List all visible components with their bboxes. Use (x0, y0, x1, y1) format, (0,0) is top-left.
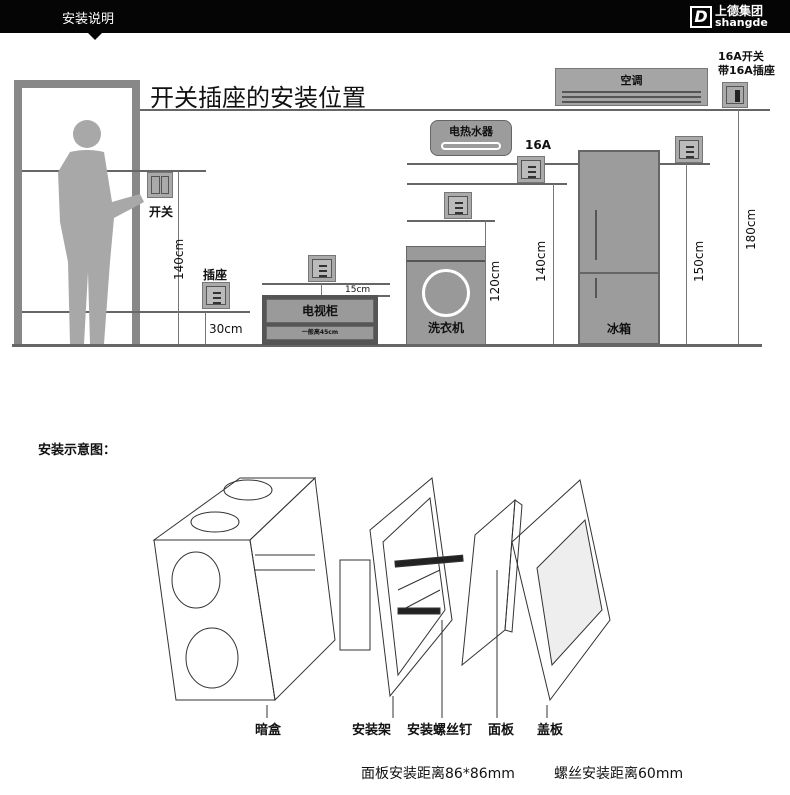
person-silhouette (58, 120, 144, 344)
dim-140-line (178, 171, 179, 344)
section2-title: 安装示意图： (38, 443, 117, 458)
header-bar (0, 0, 790, 33)
dim-150-line (686, 164, 687, 344)
header-title: 安装说明 (62, 12, 115, 27)
fridge-socket (675, 136, 703, 163)
socket-label: 插座 (203, 268, 228, 282)
line-150 (660, 163, 710, 165)
water-heater: 电热水器 (430, 120, 512, 156)
screw-distance-note: 螺丝安装距离60mm (554, 766, 684, 782)
panel-drawing (461, 498, 523, 667)
dim-120-line (485, 221, 486, 344)
dim-switch-height: 140cm (172, 238, 186, 280)
part-label-panel: 面板 (488, 723, 515, 738)
line-140 (22, 170, 206, 172)
dim-heater-height: 140cm (534, 240, 548, 282)
dim-15-line (321, 284, 322, 295)
label-16a: 16A (525, 138, 551, 152)
air-conditioner: 空调 (555, 68, 708, 106)
cover-plate-drawing (511, 479, 611, 702)
line-tv-top (376, 295, 390, 297)
floor-line (12, 344, 762, 347)
tv-socket (308, 255, 336, 282)
dim-socket-height: 30cm (209, 322, 243, 336)
wall-switch (147, 172, 173, 198)
dim-tv-gap: 15cm (345, 285, 371, 295)
dim-washer-height: 120cm (488, 260, 502, 302)
line-120 (407, 220, 495, 222)
ac-label: 空调 (620, 74, 643, 87)
part-label-back-box: 暗盒 (255, 723, 282, 738)
mounting-frame-drawing (339, 477, 464, 698)
water-heater-label: 电热水器 (449, 125, 493, 138)
ac-switch-label: 16A开关带16A插座 (718, 50, 775, 78)
line-140b (407, 183, 567, 185)
dim-30-line (205, 312, 206, 344)
wall-socket (202, 282, 230, 309)
section-title: 开关插座的安装位置 (150, 84, 366, 112)
dim-fridge-height: 150cm (692, 240, 706, 282)
switch-label: 开关 (149, 205, 174, 219)
line-180 (140, 109, 770, 111)
door-frame (14, 80, 140, 346)
part-label-cover-plate: 盖板 (537, 723, 564, 738)
line-30 (22, 311, 250, 313)
back-box-drawing (152, 476, 336, 702)
part-label-mounting-screw: 安装螺丝钉 (407, 723, 473, 738)
dim-140b-line (553, 184, 554, 344)
panel-distance-note: 面板安装距离86*86mm (361, 766, 515, 782)
ac-switch-socket (722, 82, 748, 108)
tv-cabinet: 电视柜 一般高45cm (262, 295, 378, 345)
ac-switch-line2: 带16A插座 (718, 64, 775, 77)
part-label-mounting-frame: 安装架 (352, 723, 392, 738)
refrigerator: 冰箱 (578, 150, 660, 345)
logo-mark: D (690, 5, 712, 28)
logo-cn: 上德集团 (715, 4, 764, 18)
dim-180-line (738, 110, 739, 344)
installation-exploded-diagram (152, 476, 611, 718)
header-pointer (88, 33, 102, 40)
tv-cabinet-label: 电视柜 (266, 299, 374, 323)
ac-switch-line1: 16A开关 (718, 50, 764, 63)
logo-en: shangde (715, 16, 768, 29)
dim-ac-height: 180cm (744, 208, 758, 250)
fridge-label: 冰箱 (606, 322, 631, 336)
line-tv (262, 283, 390, 285)
heater-socket-16a (517, 156, 545, 183)
tv-cabinet-note: 一般高45cm (266, 326, 374, 340)
washing-machine: 洗衣机 (406, 246, 486, 345)
washer-socket (444, 192, 472, 219)
washer-label: 洗衣机 (427, 321, 464, 335)
